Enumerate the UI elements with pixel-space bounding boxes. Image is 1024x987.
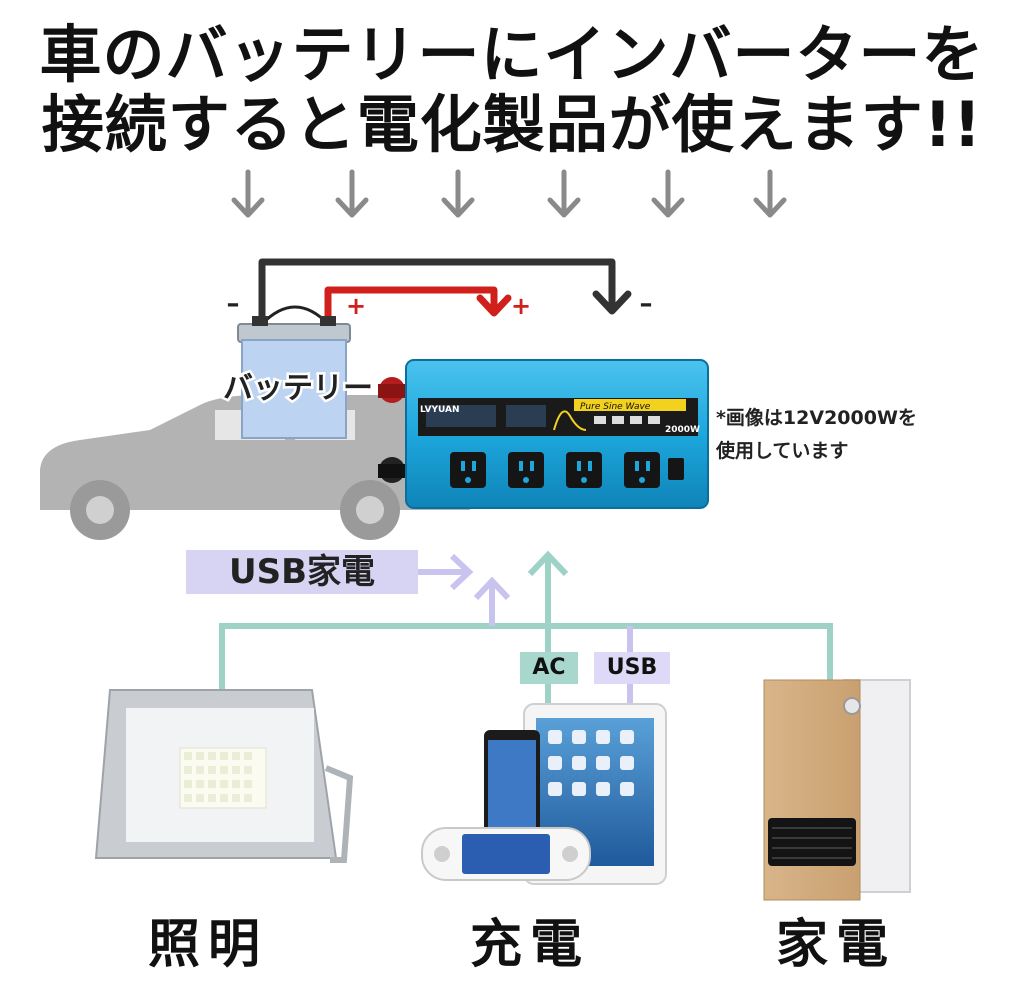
floodlight-product: [94, 689, 354, 863]
inverter-rating: 2000W: [665, 425, 700, 435]
inverter-plus-sign: +: [511, 292, 531, 320]
usb-tag: USB: [606, 655, 658, 680]
down-arrow-icon: [651, 169, 685, 218]
spec-note-line-1: *画像は12V2000Wを: [716, 407, 917, 429]
down-arrow-icon: [335, 169, 369, 218]
red-cable: [324, 286, 512, 326]
charging-devices: [421, 703, 667, 885]
ac-tag-bg: [520, 652, 578, 684]
teal-connections: [219, 550, 833, 712]
down-arrow-icon: [547, 169, 581, 218]
black-cable: [258, 258, 632, 326]
ac-outlet-icon: [566, 452, 602, 488]
down-arrows: [231, 169, 787, 218]
usb-appliance-tag: USB家電: [228, 552, 375, 592]
battery-plus-sign: +: [346, 292, 366, 320]
lavender-connections: [418, 553, 633, 712]
car-battery: [237, 305, 351, 439]
appliance-label: 家電: [775, 915, 896, 975]
headline-line-2: 接続すると電化製品が使えます!!: [41, 88, 983, 161]
heater-product: [763, 679, 911, 901]
lighting-label: 照明: [147, 915, 268, 975]
down-arrow-icon: [753, 169, 787, 218]
charging-label: 充電: [469, 915, 590, 975]
ac-tag: AC: [532, 655, 566, 680]
spec-note-line-2: 使用しています: [716, 440, 849, 462]
usb-tag-bg: [594, 652, 670, 684]
down-arrow-icon: [231, 169, 265, 218]
battery-label: バッテリー: [223, 371, 373, 406]
headline: 車のバッテリーにインバーターを 接続すると電化製品が使えます!!: [0, 20, 1024, 160]
inverter-panel-text: Pure Sine Wave: [580, 402, 651, 412]
usb-appliance-tag-bg: [186, 550, 418, 594]
ac-outlet-icon: [508, 452, 544, 488]
ac-outlet-icon: [624, 452, 660, 488]
power-switch-icon: [668, 458, 684, 480]
ac-outlets: [450, 452, 684, 488]
spec-note: *画像は12V2000Wを 使用しています: [716, 402, 917, 468]
ac-outlet-icon: [450, 452, 486, 488]
inverter-minus-sign: –: [640, 289, 653, 319]
battery-minus-sign: –: [227, 289, 240, 319]
headline-line-1: 車のバッテリーにインバーターを: [39, 18, 985, 91]
down-arrow-icon: [441, 169, 475, 218]
inverter-brand: LVYUAN: [420, 405, 460, 415]
